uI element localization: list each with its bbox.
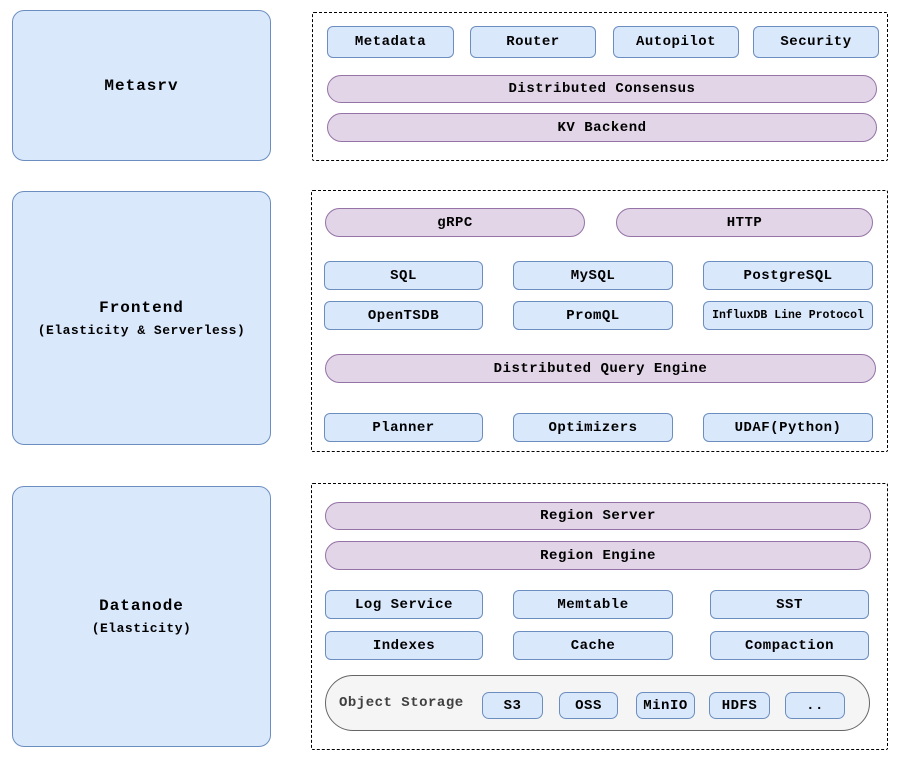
node-datanode-title: Datanode (99, 597, 184, 615)
chip-udaf-python: UDAF(Python) (703, 413, 873, 442)
pill-distributed-consensus: Distributed Consensus (327, 75, 877, 103)
panel-datanode (311, 483, 888, 750)
pill-region-server: Region Server (325, 502, 871, 530)
chip-planner: Planner (324, 413, 483, 442)
chip-cache: Cache (513, 631, 673, 660)
chip-security: Security (753, 26, 879, 58)
chip-indexes: Indexes (325, 631, 483, 660)
chip-optimizers: Optimizers (513, 413, 673, 442)
chip-opentsdb: OpenTSDB (324, 301, 483, 330)
chip-hdfs: HDFS (709, 692, 770, 719)
node-frontend: Frontend (Elasticity & Serverless) (12, 191, 271, 445)
chip-s3: S3 (482, 692, 543, 719)
pill-distributed-query-engine: Distributed Query Engine (325, 354, 876, 383)
chip-metadata: Metadata (327, 26, 454, 58)
chip-memtable: Memtable (513, 590, 673, 619)
object-storage-label: Object Storage (339, 695, 464, 711)
chip-mysql: MySQL (513, 261, 673, 290)
node-frontend-title: Frontend (99, 298, 184, 317)
node-frontend-subtitle: (Elasticity & Serverless) (37, 322, 246, 338)
pill-http: HTTP (616, 208, 873, 237)
chip-sst: SST (710, 590, 869, 619)
panel-frontend (311, 190, 888, 452)
chip-promql: PromQL (513, 301, 673, 330)
node-metasrv: Metasrv (12, 10, 271, 161)
chip-sql: SQL (324, 261, 483, 290)
node-datanode: Datanode (Elasticity) (12, 486, 271, 747)
node-datanode-subtitle: (Elasticity) (91, 621, 192, 636)
chip-autopilot: Autopilot (613, 26, 739, 58)
pill-grpc: gRPC (325, 208, 585, 237)
pill-kv-backend: KV Backend (327, 113, 877, 142)
chip-minio: MinIO (636, 692, 695, 719)
chip-other-backends: .. (785, 692, 845, 719)
chip-router: Router (470, 26, 596, 58)
chip-log-service: Log Service (325, 590, 483, 619)
chip-compaction: Compaction (710, 631, 869, 660)
chip-oss: OSS (559, 692, 618, 719)
pill-region-engine: Region Engine (325, 541, 871, 570)
node-metasrv-title: Metasrv (104, 76, 179, 95)
chip-postgresql: PostgreSQL (703, 261, 873, 290)
chip-influxdb-line-protocol: InfluxDB Line Protocol (703, 301, 873, 330)
panel-metasrv (312, 12, 888, 161)
